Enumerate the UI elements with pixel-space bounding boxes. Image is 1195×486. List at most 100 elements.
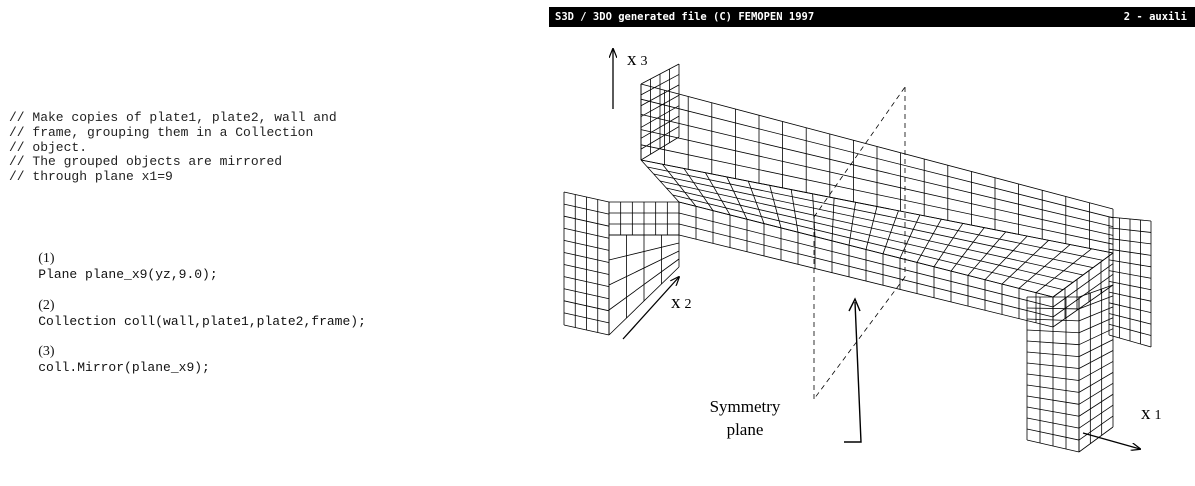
rear-wall-mesh xyxy=(640,114,1114,227)
left-wall-mesh xyxy=(640,105,680,128)
comment-line: // through plane x1=9 xyxy=(9,169,173,185)
right-column-mesh xyxy=(1026,340,1080,346)
right-return-mesh xyxy=(1052,252,1114,298)
right-column-mesh xyxy=(1026,439,1080,453)
right-return-mesh xyxy=(1052,284,1114,328)
right-column-side-mesh xyxy=(1078,372,1114,393)
left-wall-mesh xyxy=(640,84,680,107)
left-flange-mesh xyxy=(563,191,610,203)
right-column-mesh xyxy=(1026,428,1080,441)
right-flange-mesh xyxy=(1108,334,1152,348)
right-column-mesh xyxy=(1026,373,1080,381)
symmetry-plane-edge xyxy=(813,276,906,400)
viewer-view-label: 2 - auxili xyxy=(1123,11,1187,23)
code-comment-block: // Make copies of plate1, plate2, wall a… xyxy=(9,110,337,185)
left-wall-mesh xyxy=(640,94,680,117)
rear-wall-mesh xyxy=(640,144,1114,245)
statement-number: (3) xyxy=(38,344,55,359)
rear-wall-mesh xyxy=(640,98,1114,219)
right-column-side-mesh xyxy=(1078,382,1114,405)
x2-axis-arrow xyxy=(622,277,679,340)
right-column-side-mesh xyxy=(1078,426,1114,453)
statement-number: (1) xyxy=(38,251,55,266)
left-flange-mesh xyxy=(563,300,610,312)
right-column-side-mesh xyxy=(1078,393,1114,417)
x1-axis-arrow xyxy=(1082,432,1140,449)
right-flange-mesh xyxy=(1108,270,1152,279)
viewer-title: S3D / 3DO generated file (C) FEMOPEN 199… xyxy=(555,11,815,23)
right-flange-mesh xyxy=(1108,259,1152,268)
symmetry-label-line1: Symmetry xyxy=(710,397,781,416)
right-column-mesh xyxy=(1026,384,1080,393)
comment-line: // Make copies of plate1, plate2, wall a… xyxy=(9,110,337,125)
left-flange-mesh xyxy=(563,252,610,263)
left-flange-mesh xyxy=(563,288,610,300)
left-flange-mesh xyxy=(563,215,610,227)
front-strip-mesh xyxy=(678,234,1054,328)
right-column-mesh xyxy=(1026,329,1080,334)
right-column-side-mesh xyxy=(1078,284,1114,298)
right-column-side-mesh xyxy=(1078,415,1114,441)
right-column-side-mesh xyxy=(1078,317,1114,334)
right-column-side-mesh xyxy=(1078,328,1114,346)
right-column-side-mesh xyxy=(1078,295,1114,310)
left-flange-mesh xyxy=(563,264,610,275)
left-web-mesh xyxy=(608,258,680,311)
code-statement-2: (2) Collection coll(wall,plate1,plate2,f… xyxy=(7,283,366,344)
left-web-mesh xyxy=(608,250,680,286)
rear-wall-mesh xyxy=(640,83,1114,210)
left-wall-mesh xyxy=(640,115,680,139)
comment-line: // The grouped objects are mirrored xyxy=(9,154,283,170)
left-flange-mesh xyxy=(563,312,610,324)
right-column-side-mesh xyxy=(1078,339,1114,357)
statement-code: Collection coll(wall,plate1,plate2,frame… xyxy=(38,314,366,329)
left-flange-mesh xyxy=(563,203,610,215)
symmetry-label-line2: plane xyxy=(727,420,764,439)
left-wall-mesh xyxy=(640,74,680,96)
right-column-mesh xyxy=(1026,351,1080,358)
left-wall-mesh xyxy=(640,126,680,150)
floor-plate-mesh xyxy=(640,159,1114,254)
floor-plate-mesh xyxy=(672,194,1064,291)
code-panel: // Make copies of plate1, plate2, wall a… xyxy=(0,0,540,486)
right-flange-mesh xyxy=(1108,227,1152,233)
front-strip-mesh xyxy=(678,223,1054,318)
mesh-group xyxy=(563,63,1152,453)
front-strip-mesh xyxy=(678,201,1054,298)
right-column-side-mesh xyxy=(1078,350,1114,369)
floor-plate-mesh xyxy=(653,173,1094,269)
left-flange-mesh xyxy=(563,227,610,239)
right-column-mesh xyxy=(1026,362,1080,369)
code-statement-1: (1) Plane plane_x9(yz,9.0); xyxy=(7,236,217,297)
right-flange-mesh xyxy=(1108,323,1152,336)
right-return-mesh xyxy=(1052,263,1114,308)
right-column-mesh xyxy=(1026,406,1080,417)
right-column-mesh xyxy=(1026,307,1080,310)
floor-plate-mesh xyxy=(659,180,1084,276)
right-flange-mesh xyxy=(1108,238,1152,245)
symmetry-pointer-arrow xyxy=(844,301,862,443)
floor-plate-mesh xyxy=(666,187,1074,283)
left-wall-mesh xyxy=(640,63,680,85)
right-column-mesh xyxy=(1026,395,1080,405)
statement-number: (2) xyxy=(38,298,55,313)
right-flange-mesh xyxy=(1108,313,1152,325)
viewer-titlebar: S3D / 3DO generated file (C) FEMOPEN 199… xyxy=(549,7,1195,27)
right-flange-mesh xyxy=(1108,291,1152,302)
left-flange-mesh xyxy=(563,239,610,251)
left-web-mesh xyxy=(608,242,680,261)
statement-code: coll.Mirror(plane_x9); xyxy=(38,360,210,375)
comment-line: // object. xyxy=(9,139,88,155)
right-column-side-mesh xyxy=(1078,361,1114,381)
code-statement-3: (3) coll.Mirror(plane_x9); xyxy=(7,329,210,390)
left-flange-mesh xyxy=(563,276,610,288)
right-flange-mesh xyxy=(1108,280,1152,291)
right-flange-mesh xyxy=(1108,248,1152,256)
right-column-side-mesh xyxy=(1078,404,1114,429)
comment-line: // frame, grouping them in a Collection xyxy=(9,124,314,140)
floor-plate-mesh xyxy=(647,166,1104,261)
right-column-mesh xyxy=(1026,417,1080,429)
